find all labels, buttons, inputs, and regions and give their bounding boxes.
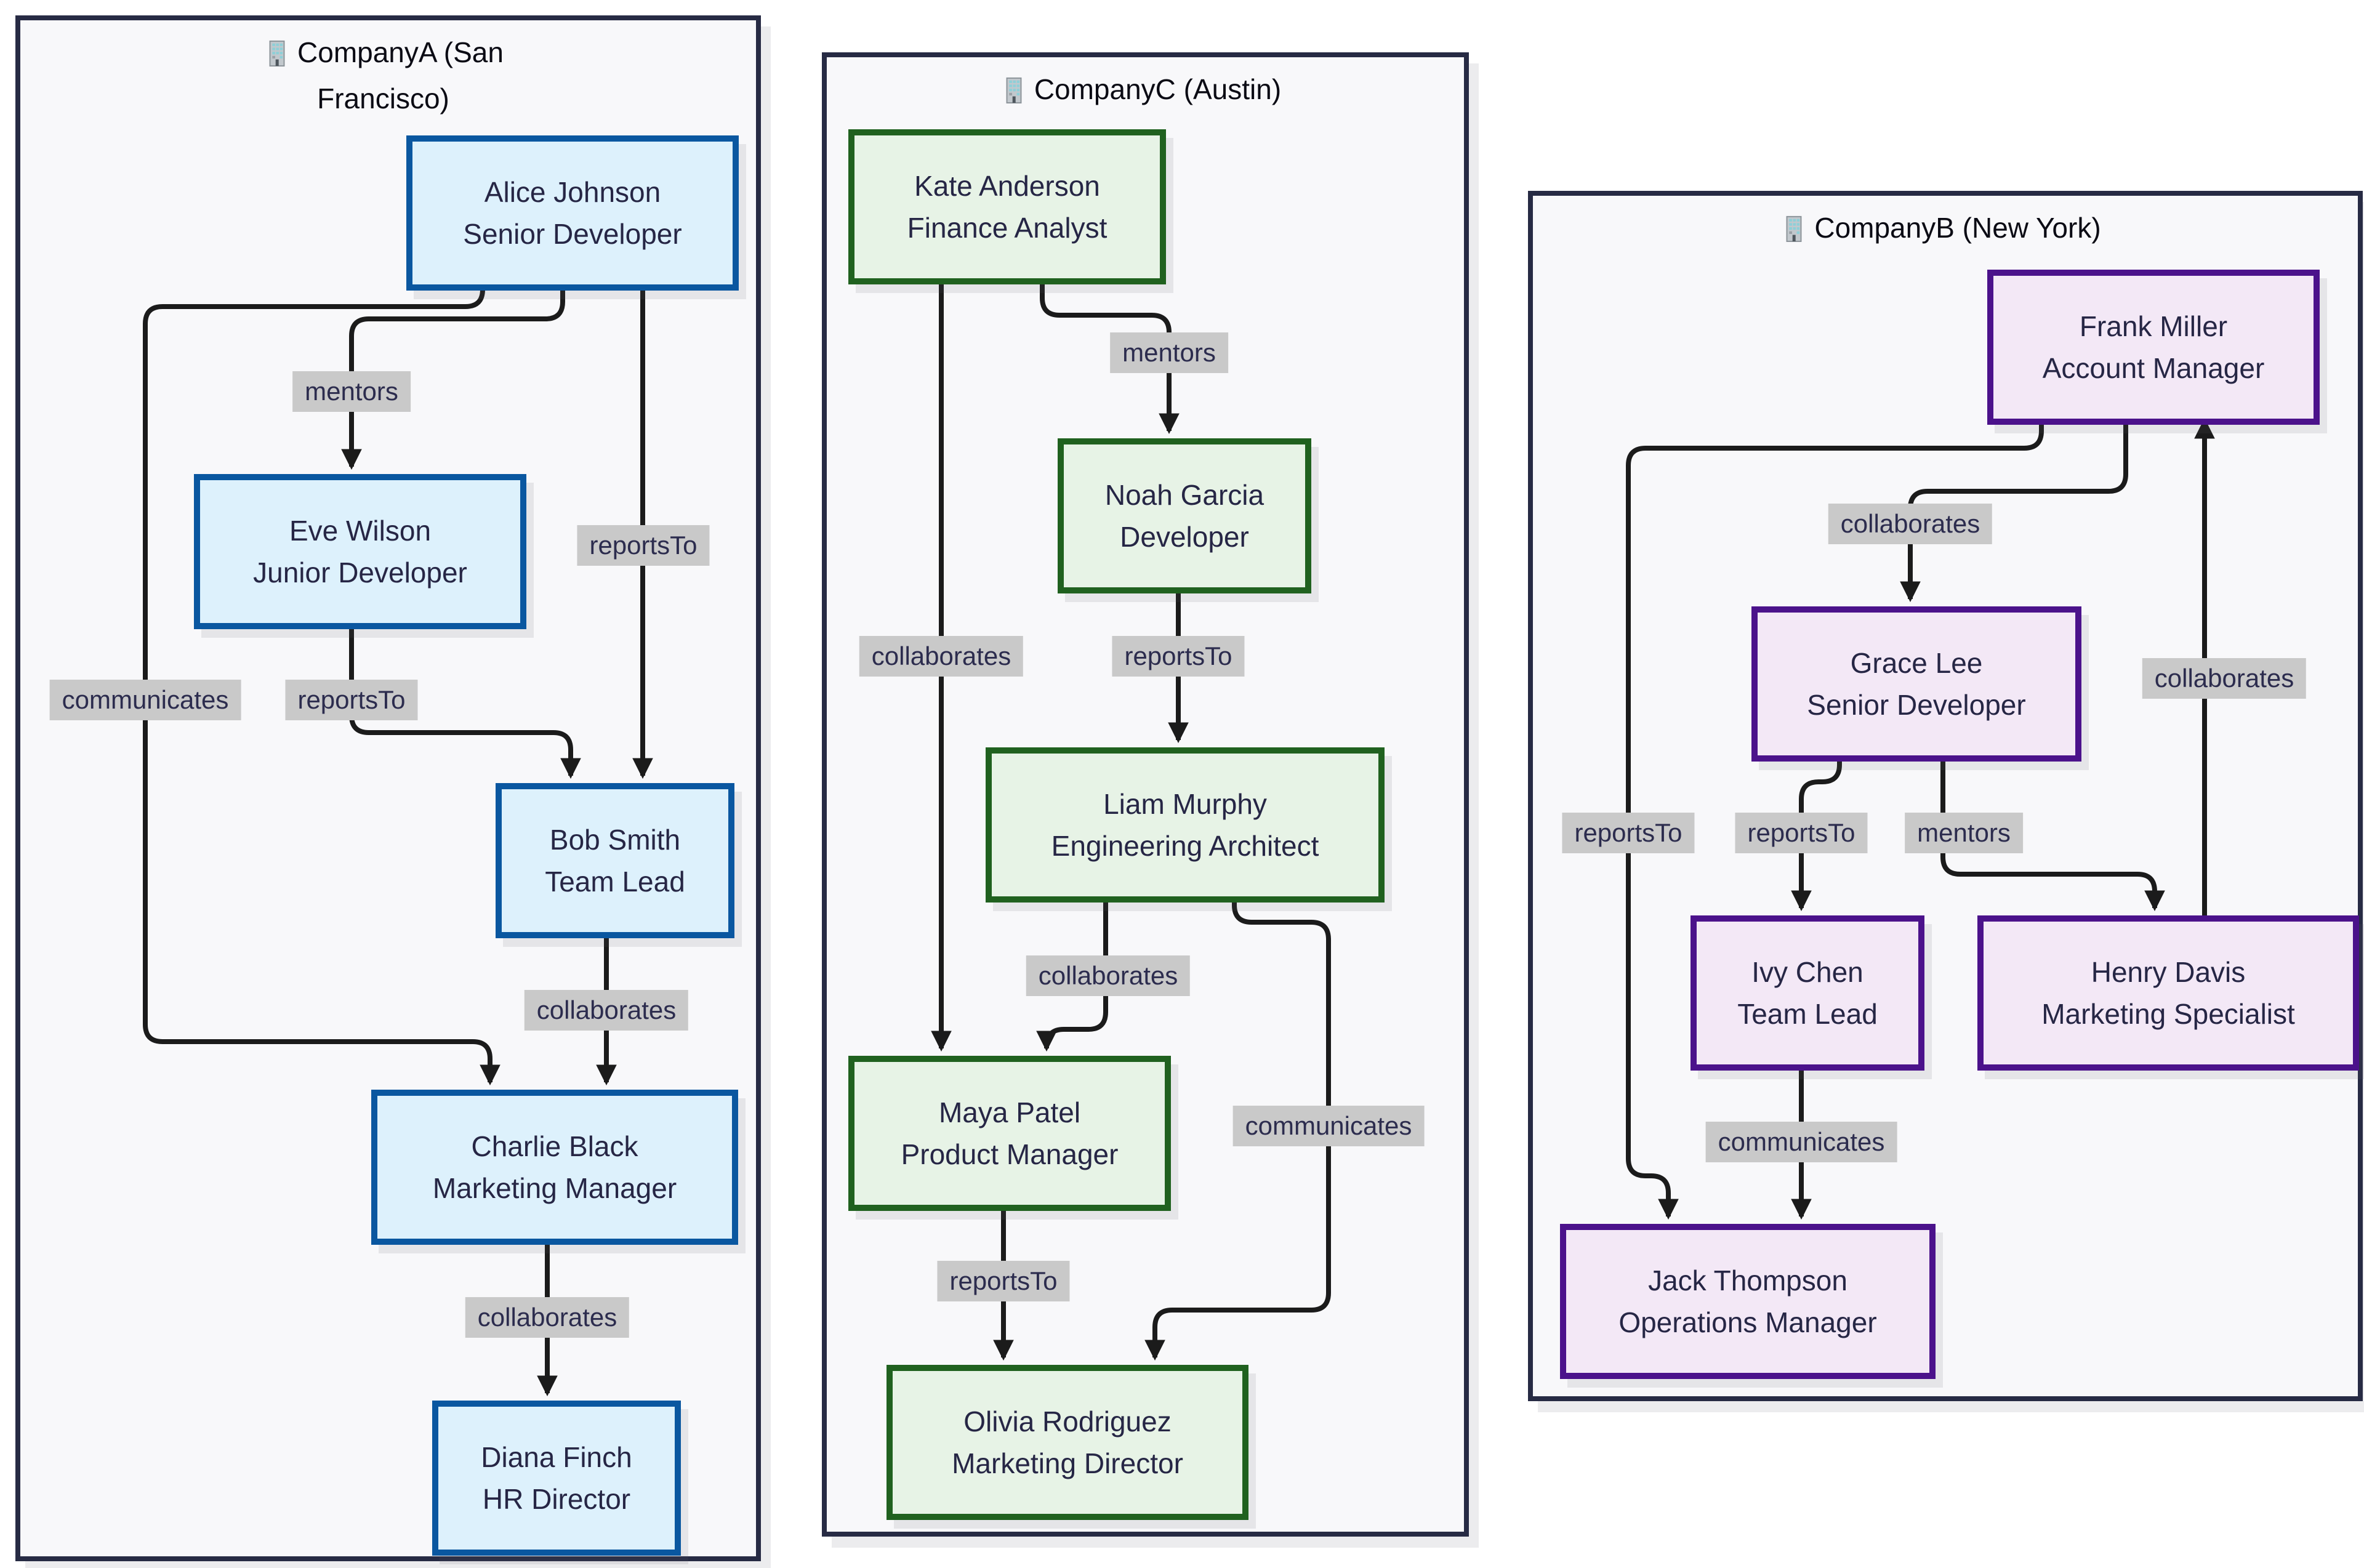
edge-label-reportsto: reportsTo [577, 525, 710, 566]
person-role: Team Lead [545, 866, 685, 898]
company-title-text: CompanyB (New York) [1814, 212, 2101, 244]
person-name: Frank Miller [2079, 310, 2228, 342]
person-name: Maya Patel [938, 1096, 1081, 1128]
person-node-alice-johnson: Alice Johnson Senior Developer [406, 135, 739, 291]
person-name: Kate Anderson [914, 170, 1100, 202]
person-role: Product Manager [901, 1138, 1119, 1170]
person-role: Developer [1120, 521, 1249, 553]
person-name: Noah Garcia [1104, 479, 1264, 511]
edge-label-mentors: mentors [292, 371, 411, 412]
person-role: Senior Developer [1807, 689, 2026, 721]
edge-label-collaborates: collaborates [1026, 955, 1191, 996]
person-role: Finance Analyst [907, 212, 1108, 244]
person-node-grace-lee: Grace Lee Senior Developer [1751, 606, 2081, 762]
person-name: Ivy Chen [1751, 956, 1863, 988]
person-name: Charlie Black [471, 1130, 638, 1162]
building-icon [263, 37, 291, 78]
edge-label-collaborates: collaborates [2142, 658, 2307, 699]
edge-label-communicates: communicates [1232, 1106, 1425, 1146]
company-title-companyB: CompanyB (New York) [1533, 207, 2348, 254]
person-role: Engineering Architect [1051, 830, 1319, 862]
person-node-jack-thompson: Jack Thompson Operations Manager [1560, 1224, 1936, 1379]
person-role: Marketing Specialist [2041, 998, 2295, 1030]
edge-label-reportsto: reportsTo [285, 680, 418, 720]
person-node-kate-anderson: Kate Anderson Finance Analyst [848, 129, 1166, 284]
person-name: Liam Murphy [1103, 788, 1267, 820]
company-title-companyA: CompanyA (San Francisco) [20, 32, 746, 119]
person-name: Alice Johnson [484, 176, 661, 208]
edge-label-reportsto: reportsTo [1562, 813, 1695, 853]
person-role: Team Lead [1737, 998, 1878, 1030]
edge-label-reportsto: reportsTo [1112, 636, 1245, 677]
company-title-text: CompanyA (San Francisco) [297, 36, 504, 115]
person-node-liam-murphy: Liam Murphy Engineering Architect [986, 747, 1385, 903]
person-name: Jack Thompson [1648, 1264, 1847, 1297]
edge-label-mentors: mentors [1905, 813, 2023, 853]
person-name: Grace Lee [1850, 647, 1983, 679]
person-role: HR Director [482, 1483, 631, 1515]
edge-label-collaborates: collaborates [524, 990, 689, 1031]
person-role: Senior Developer [463, 218, 682, 250]
person-role: Junior Developer [253, 557, 467, 589]
edge-label-collaborates: collaborates [465, 1297, 630, 1338]
person-name: Eve Wilson [289, 515, 432, 547]
person-node-charlie-black: Charlie Black Marketing Manager [371, 1090, 738, 1245]
person-name: Bob Smith [549, 824, 681, 856]
building-icon [1000, 74, 1028, 115]
edge-label-reportsto: reportsTo [1735, 813, 1868, 853]
person-role: Account Manager [2042, 352, 2265, 384]
person-node-eve-wilson: Eve Wilson Junior Developer [194, 474, 526, 629]
building-icon [1780, 212, 1808, 254]
company-title-text: CompanyC (Austin) [1034, 73, 1282, 105]
person-node-diana-finch: Diana Finch HR Director [432, 1401, 681, 1556]
person-node-maya-patel: Maya Patel Product Manager [848, 1056, 1171, 1211]
person-role: Operations Manager [1618, 1306, 1877, 1338]
person-role: Marketing Manager [432, 1172, 677, 1204]
person-name: Olivia Rodriguez [963, 1405, 1172, 1437]
edge-label-collaborates: collaborates [859, 636, 1024, 677]
person-name: Diana Finch [481, 1441, 632, 1473]
edge-label-mentors: mentors [1110, 332, 1228, 373]
person-node-noah-garcia: Noah Garcia Developer [1058, 438, 1311, 593]
company-title-companyC: CompanyC (Austin) [827, 69, 1454, 115]
person-node-bob-smith: Bob Smith Team Lead [496, 783, 734, 938]
edge-label-communicates: communicates [49, 680, 241, 720]
person-node-henry-davis: Henry Davis Marketing Specialist [1977, 915, 2359, 1071]
person-node-frank-miller: Frank Miller Account Manager [1987, 270, 2320, 425]
person-node-ivy-chen: Ivy Chen Team Lead [1691, 915, 1924, 1071]
person-role: Marketing Director [952, 1447, 1183, 1479]
person-name: Henry Davis [2091, 956, 2246, 988]
edge-label-communicates: communicates [1705, 1122, 1897, 1162]
edge-label-reportsto: reportsTo [937, 1261, 1070, 1301]
edge-label-collaborates: collaborates [1828, 504, 1993, 544]
person-node-olivia-rodriguez: Olivia Rodriguez Marketing Director [886, 1365, 1248, 1520]
